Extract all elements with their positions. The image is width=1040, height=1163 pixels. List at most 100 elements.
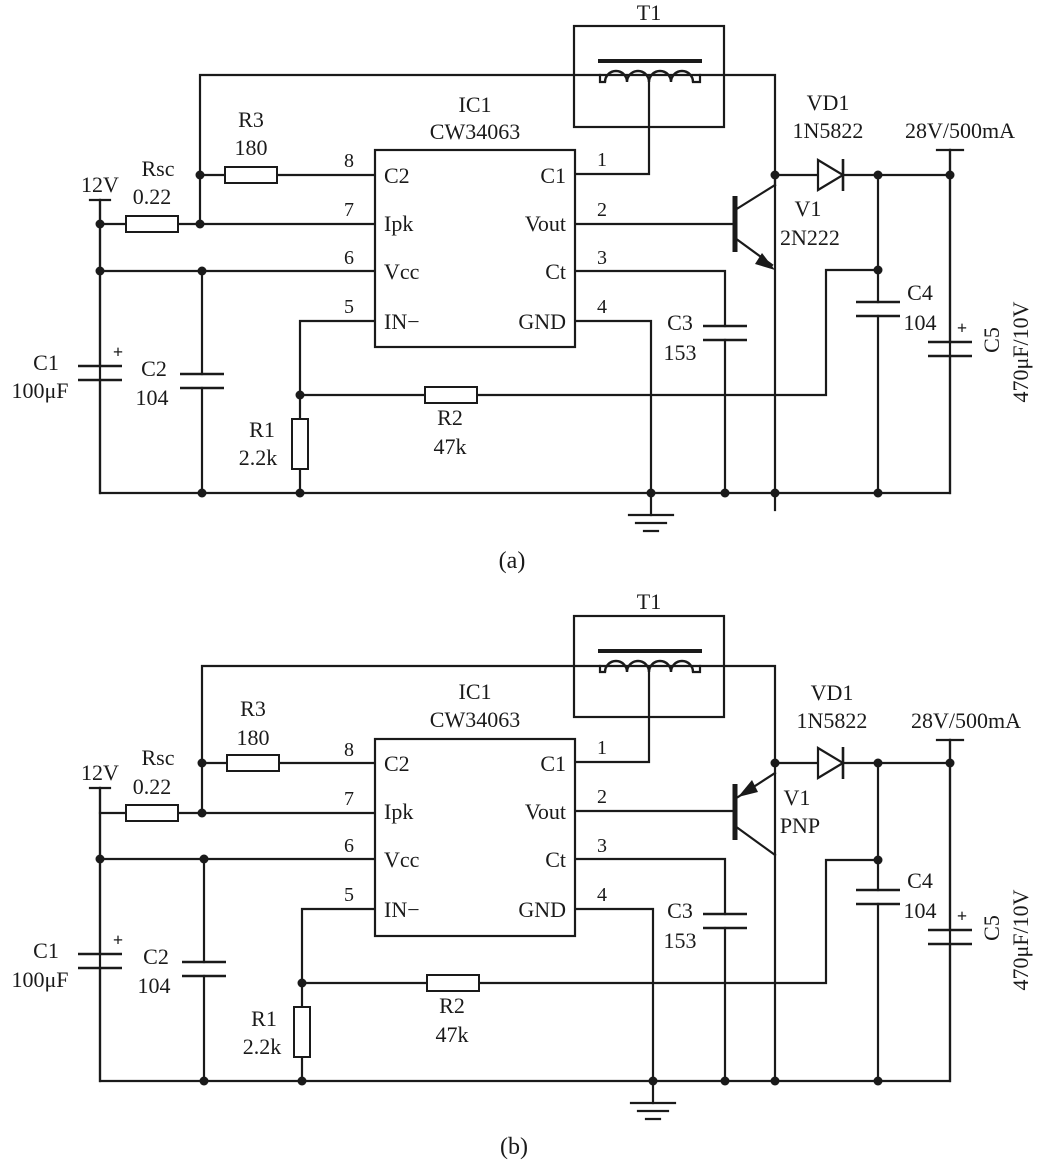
label-r2-ref: R2 bbox=[437, 405, 463, 430]
pin-name: Vout bbox=[525, 799, 566, 824]
capacitor-c5 bbox=[928, 340, 972, 358]
label-diode-ref: VD1 bbox=[811, 680, 854, 705]
pin-number: 8 bbox=[344, 739, 354, 761]
label-rsc-value: 0.22 bbox=[133, 184, 172, 209]
pin-number: 1 bbox=[597, 149, 607, 171]
wires bbox=[88, 73, 965, 517]
pin-number: 4 bbox=[597, 884, 607, 906]
label-rsc-ref: Rsc bbox=[142, 156, 175, 181]
resistor-rsc-body bbox=[125, 215, 179, 233]
pin-name: Ct bbox=[545, 847, 566, 872]
label-c5-polarity: + bbox=[957, 318, 967, 338]
label-c5-ref: C5 bbox=[979, 915, 1004, 941]
capacitor-c2 bbox=[182, 960, 226, 978]
capacitor-c3 bbox=[703, 912, 747, 930]
pin-name: C1 bbox=[540, 751, 566, 776]
label-c1-polarity: + bbox=[113, 930, 123, 950]
pin-name: Vcc bbox=[384, 259, 420, 284]
diode-vd1 bbox=[816, 158, 846, 192]
junction-dots bbox=[95, 758, 955, 1086]
pin-number: 8 bbox=[344, 150, 354, 172]
pin-number: 3 bbox=[597, 835, 607, 857]
pin-name: IN− bbox=[384, 309, 420, 334]
capacitor-c4 bbox=[856, 888, 900, 906]
transistor-v1-npn bbox=[732, 183, 777, 270]
label-r3-value: 180 bbox=[235, 135, 268, 160]
label-diode-value: 1N5822 bbox=[793, 118, 864, 143]
pin-name: Vcc bbox=[384, 847, 420, 872]
capacitor-c3 bbox=[703, 324, 747, 342]
resistor-rsc-body bbox=[125, 804, 179, 822]
label-c1-value: 100μF bbox=[11, 967, 68, 992]
label-c3-value: 153 bbox=[664, 340, 697, 365]
label-transformer: T1 bbox=[637, 589, 661, 614]
resistor-r2-body bbox=[424, 386, 478, 404]
label-transistor-value: PNP bbox=[780, 813, 820, 838]
pin-name: Vout bbox=[525, 211, 566, 236]
resistor-r3-body bbox=[226, 754, 280, 772]
pin-name: IN− bbox=[384, 897, 420, 922]
label-r1-value: 2.2k bbox=[243, 1034, 282, 1059]
label-diode-value: 1N5822 bbox=[797, 708, 868, 733]
wires bbox=[88, 664, 965, 1105]
label-r2-value: 47k bbox=[434, 434, 467, 459]
label-c1-value: 100μF bbox=[11, 378, 68, 403]
ic-body bbox=[373, 148, 577, 349]
label-ic-part: CW34063 bbox=[430, 119, 520, 144]
label-r3-ref: R3 bbox=[238, 107, 264, 132]
pin-name: C1 bbox=[540, 163, 566, 188]
label-r2-ref: R2 bbox=[439, 993, 465, 1018]
junction-dots bbox=[95, 170, 955, 498]
pin-number: 1 bbox=[597, 737, 607, 759]
pin-name: GND bbox=[518, 897, 566, 922]
label-c2-ref: C2 bbox=[143, 944, 169, 969]
capacitor-c5 bbox=[928, 928, 972, 946]
pin-number: 7 bbox=[344, 788, 354, 810]
circuit-a: T1 IC1 CW34063 8 C2 7 Ipk 6 Vcc 5 IN− 1 … bbox=[11, 0, 1033, 574]
label-rsc-value: 0.22 bbox=[133, 774, 172, 799]
circuit-b: T1 IC1 CW34063 8 C2 7 Ipk 6 Vcc 5 IN− 1 … bbox=[11, 589, 1033, 1160]
label-c4-value: 104 bbox=[904, 310, 937, 335]
pin-number: 3 bbox=[597, 247, 607, 269]
caption: (b) bbox=[500, 1134, 528, 1160]
pin-number: 6 bbox=[344, 835, 354, 857]
label-ic-part: CW34063 bbox=[430, 707, 520, 732]
label-c2-value: 104 bbox=[136, 385, 169, 410]
diode-vd1 bbox=[816, 746, 846, 780]
pin-number: 4 bbox=[597, 296, 607, 318]
label-diode-ref: VD1 bbox=[807, 90, 850, 115]
capacitor-c4 bbox=[856, 300, 900, 318]
label-c4-ref: C4 bbox=[907, 280, 933, 305]
label-c4-value: 104 bbox=[904, 898, 937, 923]
label-output-voltage: 28V/500mA bbox=[905, 118, 1015, 143]
label-c5-value: 470μF/10V bbox=[1008, 889, 1033, 990]
ic-body bbox=[373, 737, 577, 938]
label-transistor-ref: V1 bbox=[795, 196, 822, 221]
caption: (a) bbox=[499, 548, 526, 574]
pin-number: 7 bbox=[344, 199, 354, 221]
capacitor-c1 bbox=[78, 364, 122, 382]
label-transistor-value: 2N222 bbox=[780, 225, 840, 250]
label-r2-value: 47k bbox=[436, 1022, 469, 1047]
pin-number: 2 bbox=[597, 199, 607, 221]
label-rsc-ref: Rsc bbox=[142, 745, 175, 770]
label-input-voltage: 12V bbox=[81, 760, 119, 785]
pin-number: 5 bbox=[344, 296, 354, 318]
resistor-r2-body bbox=[426, 974, 480, 992]
label-ic-ref: IC1 bbox=[459, 679, 492, 704]
label-c2-value: 104 bbox=[138, 973, 171, 998]
label-c3-ref: C3 bbox=[667, 898, 693, 923]
capacitor-c2 bbox=[180, 372, 224, 390]
label-r1-ref: R1 bbox=[251, 1006, 277, 1031]
label-ic-ref: IC1 bbox=[459, 92, 492, 117]
label-r3-ref: R3 bbox=[240, 696, 266, 721]
transistor-v1-pnp bbox=[732, 771, 777, 857]
label-c1-polarity: + bbox=[113, 342, 123, 362]
label-r1-value: 2.2k bbox=[239, 445, 278, 470]
pin-number: 5 bbox=[344, 884, 354, 906]
label-transformer: T1 bbox=[637, 0, 661, 25]
pin-name: C2 bbox=[384, 751, 410, 776]
label-input-voltage: 12V bbox=[81, 172, 119, 197]
